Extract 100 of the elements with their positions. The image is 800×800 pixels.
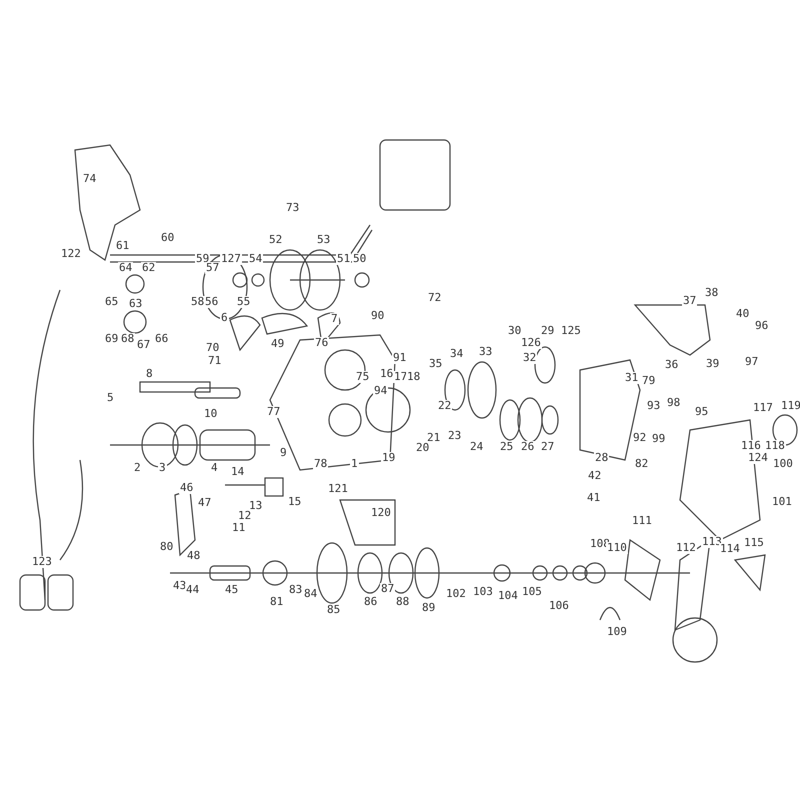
- callout-number: 44: [185, 584, 200, 596]
- callout-number: 82: [634, 458, 650, 470]
- callout-number: 123: [31, 556, 53, 568]
- callout-number: 22: [437, 400, 452, 412]
- callout-number: 99: [651, 433, 666, 445]
- callout-number: 42: [587, 470, 602, 482]
- callout-number: 37: [682, 295, 698, 307]
- callout-number: 106: [548, 600, 570, 612]
- callout-number: 16: [379, 368, 394, 380]
- callout-number: 116: [740, 440, 762, 452]
- callout-number: 21: [426, 432, 442, 444]
- callout-number: 89: [421, 602, 436, 614]
- callout-number: 63: [128, 298, 144, 310]
- callout-number: 38: [704, 287, 720, 299]
- callout-number: 57: [205, 262, 220, 274]
- callout-number: 97: [744, 356, 760, 368]
- callout-number: 86: [363, 596, 378, 608]
- callout-number: 111: [631, 515, 653, 527]
- callout-number: 41: [586, 492, 602, 504]
- callout-number: 80: [159, 541, 174, 553]
- callout-number: 27: [540, 441, 556, 453]
- callout-number: 8: [145, 368, 154, 380]
- callout-number: 125: [560, 325, 582, 337]
- callout-number: 76: [314, 337, 330, 349]
- callout-number: 56: [204, 296, 220, 308]
- callout-number: 28: [594, 452, 610, 464]
- callout-number: 92: [632, 432, 648, 444]
- callout-number: 84: [303, 588, 318, 600]
- callout-number: 78: [313, 458, 328, 470]
- callout-number: 33: [478, 346, 494, 358]
- callout-number: 95: [694, 406, 710, 418]
- callout-number: 26: [520, 441, 536, 453]
- callout-number: 71: [207, 355, 222, 367]
- callout-number: 119: [780, 400, 800, 412]
- callout-number: 66: [154, 333, 170, 345]
- callout-number: 55: [236, 296, 252, 308]
- callout-number: 25: [499, 441, 514, 453]
- callout-number: 79: [641, 375, 656, 387]
- callout-number: 34: [449, 348, 464, 360]
- callout-number: 7: [330, 313, 339, 325]
- callout-number: 87: [380, 583, 396, 595]
- callout-number: 36: [664, 359, 680, 371]
- callout-number: 32: [522, 352, 538, 364]
- callout-number: 98: [666, 397, 682, 409]
- callout-number: 68: [120, 333, 136, 345]
- callout-number: 102: [445, 588, 467, 600]
- callout-number: 114: [719, 543, 741, 555]
- callout-number: 120: [370, 507, 392, 519]
- callout-number: 48: [186, 550, 202, 562]
- callout-number: 65: [104, 296, 120, 308]
- callout-number: 104: [497, 590, 519, 602]
- callout-number: 23: [447, 430, 462, 442]
- callout-number: 127: [220, 253, 242, 265]
- callout-number: 109: [606, 626, 628, 638]
- callout-number: 29: [540, 325, 556, 337]
- callout-number: 47: [197, 497, 212, 509]
- callout-number: 58: [190, 296, 206, 308]
- callout-number: 96: [754, 320, 770, 332]
- callout-number: 81: [269, 596, 284, 608]
- callout-number: 15: [287, 496, 302, 508]
- callout-number: 85: [326, 604, 342, 616]
- callout-number: 2: [133, 462, 142, 474]
- callout-number: 115: [743, 537, 765, 549]
- callout-number: 73: [285, 202, 300, 214]
- callout-number: 117: [752, 402, 774, 414]
- callout-number: 18: [406, 371, 422, 383]
- callout-number: 70: [205, 342, 220, 354]
- callout-number: 126: [520, 337, 542, 349]
- callout-number: 10: [203, 408, 218, 420]
- callout-number: 112: [675, 542, 697, 554]
- callout-number: 5: [106, 392, 115, 404]
- callout-number: 103: [472, 586, 494, 598]
- callout-number: 43: [172, 580, 188, 592]
- callout-number: 88: [395, 596, 410, 608]
- callout-number: 94: [373, 385, 388, 397]
- callout-number: 13: [248, 500, 264, 512]
- callout-number: 100: [772, 458, 794, 470]
- callout-number: 53: [316, 234, 332, 246]
- callout-number: 60: [160, 232, 176, 244]
- callout-number: 67: [136, 339, 152, 351]
- callout-number: 93: [646, 400, 662, 412]
- callout-number: 20: [415, 442, 430, 454]
- callout-number: 9: [279, 447, 288, 459]
- callout-number: 83: [288, 584, 304, 596]
- callout-number: 45: [224, 584, 240, 596]
- callout-number: 101: [771, 496, 793, 508]
- callout-number: 52: [268, 234, 284, 246]
- callout-number: 1: [350, 458, 359, 470]
- callout-number: 62: [141, 262, 156, 274]
- callout-number: 24: [469, 441, 484, 453]
- callout-number: 35: [428, 358, 444, 370]
- callout-number: 69: [104, 333, 120, 345]
- callout-number: 3: [158, 462, 167, 474]
- callout-number: 122: [60, 248, 82, 260]
- callout-number: 40: [735, 308, 750, 320]
- callout-number: 49: [270, 338, 286, 350]
- callout-number: 46: [179, 482, 194, 494]
- callout-number: 12: [237, 510, 252, 522]
- callout-number: 31: [624, 372, 640, 384]
- callout-number: 61: [115, 240, 130, 252]
